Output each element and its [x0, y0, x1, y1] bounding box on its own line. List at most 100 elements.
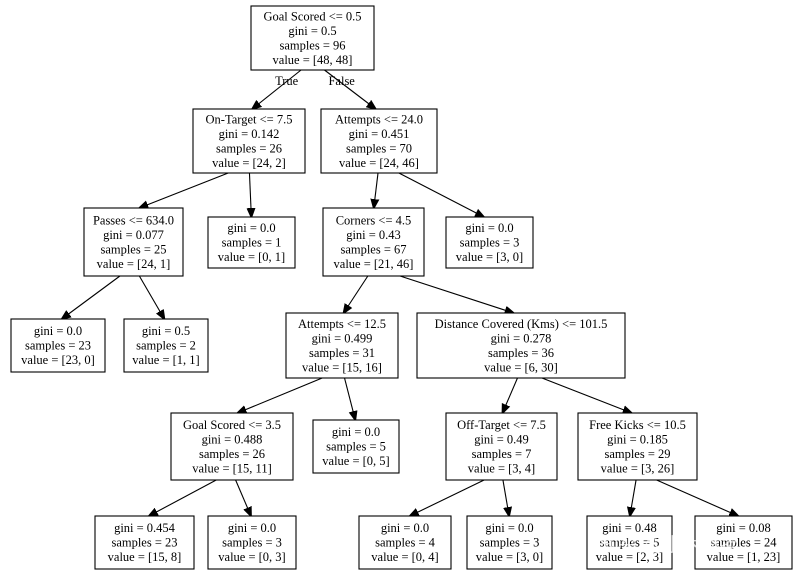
node-line: samples = 23	[25, 339, 91, 353]
node-box	[250, 5, 375, 71]
node-line: samples = 96	[279, 38, 345, 52]
node-line: samples = 2	[136, 339, 196, 353]
node-line: samples = 26	[199, 447, 265, 461]
node-line: gini = 0.488	[202, 432, 263, 446]
node-box	[312, 419, 400, 474]
edge-label-true: True	[275, 74, 299, 88]
node-line: gini = 0.451	[349, 127, 410, 141]
node-line: value = [1, 23]	[707, 550, 781, 564]
node-box	[466, 515, 553, 570]
node-line: samples = 25	[100, 242, 166, 256]
node-line: gini = 0.142	[219, 127, 280, 141]
node-line: value = [15, 11]	[192, 461, 271, 475]
node-box	[123, 318, 209, 373]
node-box	[445, 216, 534, 269]
edge-root-to-n_ontarget	[252, 69, 302, 109]
node-box	[322, 207, 425, 277]
node-line: value = [15, 8]	[108, 550, 182, 564]
node-line: value = [3, 0]	[476, 550, 543, 564]
edge-n_attempts24-to-n_leaf_30	[398, 172, 484, 217]
node-line: samples = 29	[604, 447, 670, 461]
watermark: 知乎 @水木清扬	[600, 534, 739, 556]
node-line: samples = 5	[326, 440, 386, 454]
node-line: gini = 0.0	[485, 521, 533, 535]
edge-n_passes-to-n_leaf_11	[138, 275, 164, 319]
node-line: gini = 0.0	[228, 521, 276, 535]
edges-layer: True False	[62, 69, 739, 516]
edge-n_distance-to-n_offtarget	[502, 377, 518, 413]
node-line: value = [48, 48]	[273, 53, 353, 67]
node-box	[207, 216, 296, 269]
node-line: samples = 4	[375, 536, 436, 550]
edge-n_ontarget-to-n_passes	[139, 172, 229, 208]
node-line: samples = 3	[222, 536, 282, 550]
edge-n_corners-to-n_attempts12	[344, 275, 369, 313]
node-line: value = [0, 4]	[371, 550, 438, 564]
node-line: value = [21, 46]	[334, 257, 414, 271]
node-line: Attempts <= 12.5	[298, 317, 386, 331]
node-line: value = [24, 46]	[339, 156, 419, 170]
node-line: Distance Covered (Kms) <= 101.5	[435, 317, 608, 331]
edge-n_ontarget-to-n_leaf_01	[249, 172, 251, 217]
node-line: Off-Target <= 7.5	[457, 418, 546, 432]
edge-n_attempts12-to-n_leaf_05	[343, 377, 356, 420]
node-line: Corners <= 4.5	[336, 213, 412, 227]
edge-label-false: False	[328, 74, 355, 88]
node-line: samples = 3	[460, 236, 520, 250]
node-line: samples = 7	[472, 447, 532, 461]
edge-n_goal35-to-n_leaf_158	[149, 479, 217, 516]
node-line: gini = 0.5	[142, 324, 190, 338]
node-line: gini = 0.278	[491, 331, 552, 345]
node-line: gini = 0.454	[114, 521, 176, 535]
edge-n_freekicks-to-n_leaf_123	[656, 479, 739, 516]
node-line: samples = 23	[111, 536, 177, 550]
node-line: value = [3, 26]	[601, 461, 675, 475]
node-box	[285, 312, 399, 379]
node-line: Goal Scored <= 3.5	[183, 418, 281, 432]
node-line: samples = 26	[216, 141, 282, 155]
node-box	[170, 412, 294, 481]
node-line: gini = 0.0	[332, 425, 380, 439]
node-box	[10, 318, 106, 373]
node-line: samples = 5	[600, 536, 660, 550]
edge-n_offtarget-to-n_leaf_04	[410, 479, 485, 516]
node-line: samples = 1	[222, 236, 282, 250]
node-line: gini = 0.5	[288, 24, 336, 38]
node-line: value = [23, 0]	[21, 353, 95, 367]
node-line: value = [6, 30]	[484, 360, 558, 374]
edge-root-to-n_attempts24	[324, 69, 375, 109]
node-line: value = [24, 2]	[212, 156, 286, 170]
node-box	[445, 412, 558, 481]
node-line: value = [0, 3]	[218, 550, 285, 564]
node-line: gini = 0.0	[381, 521, 429, 535]
node-line: samples = 24	[710, 536, 777, 550]
node-box	[94, 515, 195, 570]
node-line: value = [1, 1]	[132, 353, 199, 367]
node-box	[192, 108, 306, 174]
node-box	[694, 515, 793, 570]
node-box	[416, 312, 626, 379]
node-line: value = [3, 4]	[468, 461, 535, 475]
node-line: gini = 0.077	[103, 228, 164, 242]
node-line: gini = 0.0	[34, 324, 82, 338]
node-line: gini = 0.49	[474, 432, 529, 446]
node-line: value = [2, 3]	[596, 550, 663, 564]
edge-n_freekicks-to-n_leaf_23	[630, 479, 637, 516]
node-line: gini = 0.08	[716, 521, 771, 535]
node-line: gini = 0.499	[312, 331, 373, 345]
node-line: gini = 0.43	[346, 228, 401, 242]
